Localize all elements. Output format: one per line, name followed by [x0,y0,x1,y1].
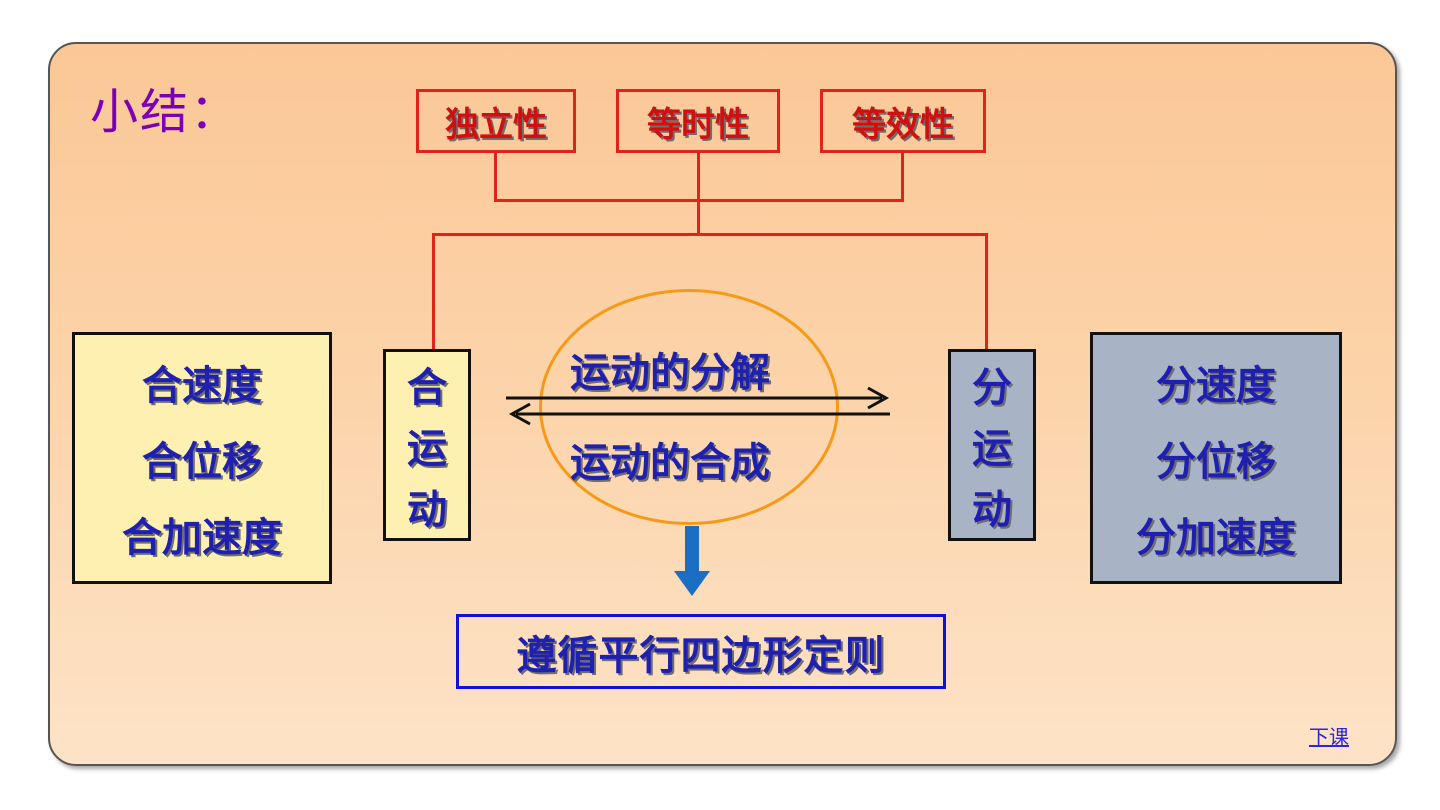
resultant-motion-char-3: 动 [407,487,447,533]
composition-arrow [508,402,890,426]
resultant-acceleration: 合加速度 [122,515,282,561]
connector-drop-3 [901,153,904,200]
decomposition-label: 运动的分解 [570,350,770,396]
resultant-displacement: 合位移 [142,439,262,485]
component-motion-box: 分 运 动 [948,349,1036,541]
component-acceleration: 分加速度 [1136,515,1296,561]
component-displacement: 分位移 [1156,439,1276,485]
composition-label: 运动的合成 [570,440,770,486]
resultant-motion-char-2: 运 [407,426,447,472]
center-ellipse [539,289,839,525]
resultant-quantities-box: 合速度 合位移 合加速度 [72,332,332,584]
arrows-layer [506,386,890,596]
connector-right-drop [985,233,988,349]
component-motion-char-2: 运 [972,426,1012,472]
resultant-motion-box: 合 运 动 [383,349,471,541]
component-velocity: 分速度 [1156,363,1276,409]
decomposition-arrow [506,386,890,410]
slide-title: 小结： [90,84,241,140]
component-motion-char-1: 分 [972,365,1012,411]
property-simultaneity: 等时性 [616,89,780,153]
resultant-velocity: 合速度 [142,363,262,409]
slide-panel: 小结： 独立性 等时性 等效性 合速度 合位移 合加速度 合 运 动 分 运 动… [48,42,1397,766]
property-independence: 独立性 [416,89,576,153]
property-equivalence: 等效性 [820,89,986,153]
component-motion-char-3: 动 [972,487,1012,533]
connector-drop-1 [494,153,497,200]
component-quantities-box: 分速度 分位移 分加速度 [1090,332,1342,584]
end-class-link[interactable]: 下课 [1309,725,1349,749]
parallelogram-rule-box: 遵循平行四边形定则 [456,614,946,689]
connector-center-stem [697,199,700,234]
connector-left-drop [432,233,435,349]
connector-drop-2 [697,153,700,200]
connector-main-bar [432,233,988,236]
down-arrow-icon [674,526,710,596]
resultant-motion-char-1: 合 [407,365,447,411]
